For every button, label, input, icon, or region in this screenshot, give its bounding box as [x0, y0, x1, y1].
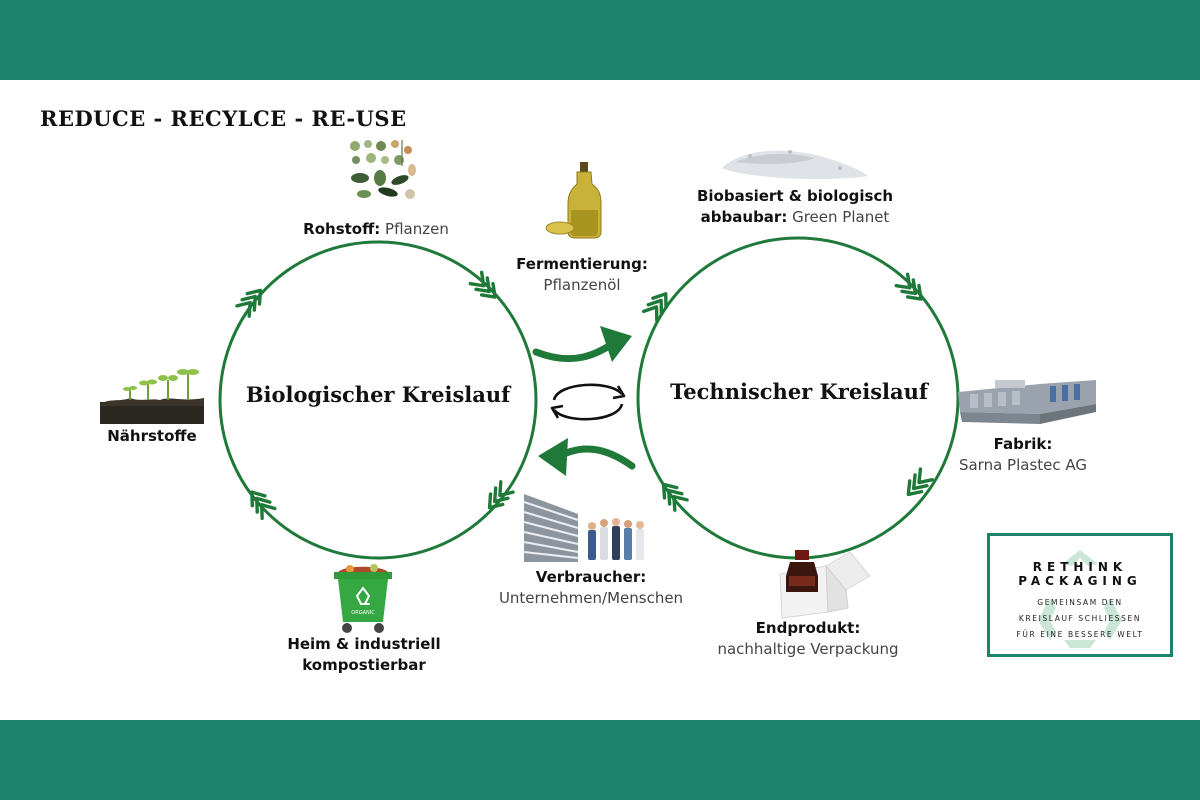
- oil-bottle-icon: [545, 162, 602, 239]
- biobasiert-sub: Green Planet: [787, 208, 890, 226]
- logo-title-2: PACKAGING: [1018, 574, 1142, 588]
- seedlings-icon: [100, 369, 204, 424]
- heim-label: Heim & industriell kompostierbar: [280, 634, 448, 676]
- headline: REDUCE - RECYLCE - RE-USE: [40, 106, 407, 131]
- heim-title-2: kompostierbar: [302, 656, 426, 674]
- logo-sub-2: KREISLAUF SCHLIESSEN: [1018, 614, 1142, 623]
- top-band: [0, 0, 1200, 80]
- fermentierung-label: Fermentierung: Pflanzenöl: [512, 254, 652, 296]
- endprodukt-sub: nachhaltige Verpackung: [717, 640, 899, 658]
- rohstoff-label: Rohstoff: Pflanzen: [300, 219, 452, 240]
- bottom-band: [0, 720, 1200, 800]
- bio-cycle-title: Biologischer Kreislauf: [245, 382, 511, 407]
- verbraucher-sub: Unternehmen/Menschen: [498, 589, 684, 607]
- endprodukt-label: Endprodukt: nachhaltige Verpackung: [712, 618, 904, 660]
- chevron-icon: [235, 283, 269, 318]
- logo-sub-1: GEMEINSAM DEN: [1037, 598, 1123, 607]
- naehrstoffe-label: Nährstoffe: [96, 426, 208, 447]
- verbraucher-title: Verbraucher:: [535, 568, 647, 586]
- fabrik-label: Fabrik: Sarna Plastec AG: [948, 434, 1098, 476]
- heim-title-1: Heim & industriell: [287, 635, 441, 653]
- chevron-icon: [900, 467, 935, 502]
- endprodukt-title: Endprodukt:: [755, 619, 861, 637]
- fermentierung-sub: Pflanzenöl: [543, 276, 621, 294]
- rohstoff-title: Rohstoff:: [303, 220, 381, 238]
- biobasiert-title-2: abbaubar:: [700, 208, 788, 226]
- arrow-right-icon: [532, 326, 632, 363]
- rethink-packaging-logo: RETHINK PACKAGING GEMEINSAM DEN KREISLAU…: [987, 533, 1173, 657]
- biobasiert-label: Biobasiert & biologisch abbaubar: Green …: [692, 186, 898, 228]
- chevron-icon: [894, 272, 929, 307]
- rohstoff-sub: Pflanzen: [380, 220, 449, 238]
- fabrik-sub: Sarna Plastec AG: [958, 456, 1088, 474]
- fermentierung-title: Fermentierung:: [516, 255, 648, 273]
- bin-label: ORGANIC: [351, 610, 375, 616]
- recycle-watermark-icon: [1038, 550, 1122, 648]
- compost-bin-icon: ORGANIC: [334, 564, 392, 633]
- logo-title-1: RETHINK: [1032, 560, 1128, 574]
- plants-icon: [350, 140, 416, 199]
- bio-cycle-ring: [218, 240, 538, 560]
- people-building-icon: [523, 494, 644, 562]
- packaging-icon: [779, 550, 871, 619]
- naehrstoffe-title: Nährstoffe: [107, 427, 197, 445]
- biobasiert-title-1: Biobasiert & biologisch: [696, 187, 894, 205]
- fabrik-title: Fabrik:: [993, 435, 1053, 453]
- factory-icon: [958, 380, 1096, 424]
- arrow-left-icon: [538, 438, 636, 476]
- tech-cycle-title: Technischer Kreislauf: [670, 379, 928, 404]
- logo-sub-3: FÜR EINE BESSERE WELT: [1016, 630, 1144, 639]
- granulate-icon: [722, 150, 868, 179]
- verbraucher-label: Verbraucher: Unternehmen/Menschen: [490, 567, 692, 609]
- exchange-icon: [550, 383, 626, 421]
